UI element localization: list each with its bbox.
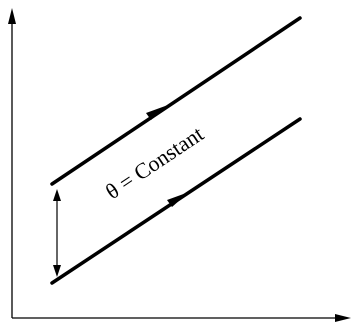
spacing-dimension-arrow (53, 189, 61, 277)
upper-streamline-arrow (146, 105, 168, 120)
spacing-arrow-bottom-head (53, 265, 61, 277)
upper-streamline (50, 16, 302, 186)
y-axis-arrowhead (8, 8, 16, 24)
y-axis (8, 8, 16, 318)
spacing-arrow-top-head (53, 189, 61, 201)
lower-streamline (50, 117, 302, 285)
lower-streamline-arrow (167, 192, 189, 207)
x-axis-arrowhead (335, 314, 351, 322)
x-axis (12, 314, 351, 322)
